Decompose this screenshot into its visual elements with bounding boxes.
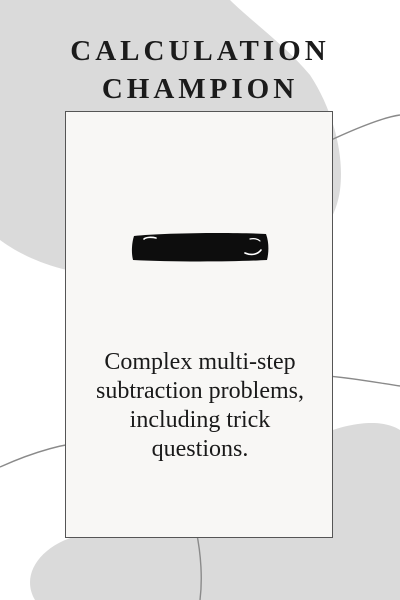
description-line-3: including trick [129, 407, 271, 433]
description-line-1: Complex multi-step [104, 349, 296, 375]
card-description: Complex multi-step subtraction problems,… [74, 348, 326, 464]
minus-sign-icon [131, 232, 269, 262]
badge-card: Complex multi-step subtraction problems,… [65, 111, 333, 538]
description-line-2: subtraction problems, [96, 378, 304, 404]
description-line-4: questions. [151, 436, 249, 462]
title-line-2: CHAMPION [101, 73, 299, 105]
title-line-1: CALCULATION [70, 35, 330, 67]
